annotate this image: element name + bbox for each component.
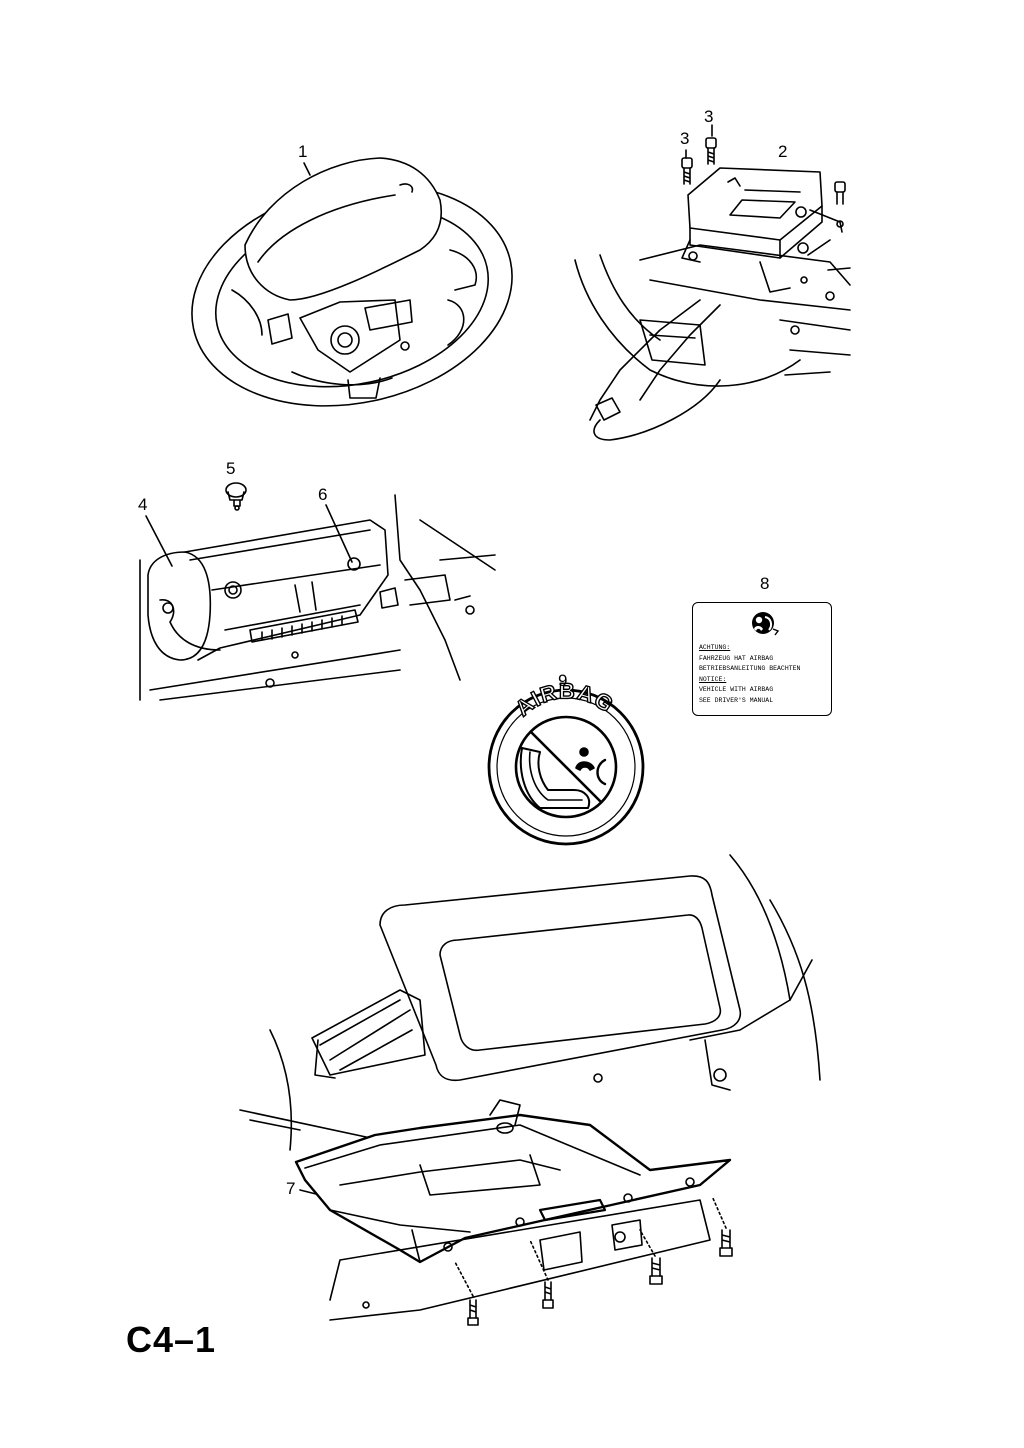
label-line-vehicle: VEHICLE WITH AIRBAG: [699, 686, 774, 694]
callout-9: 9: [558, 671, 568, 690]
callout-3-upper: 3: [704, 107, 714, 126]
callout-1: 1: [298, 142, 308, 161]
label-line-fahrzeug: FAHRZEUG HAT AIRBAG: [699, 654, 774, 662]
callout-6: 6: [318, 485, 328, 504]
glovebox-lower-panel: [239, 854, 821, 1326]
steering-wheel-airbag: [191, 157, 513, 407]
label-line-betriebsanleitung: BETRIEBSANLEITUNG BEACHTEN: [699, 665, 801, 673]
callout-4: 4: [138, 495, 148, 514]
callout-7: 7: [286, 1179, 296, 1198]
callout-5: 5: [226, 459, 236, 478]
airbag-person-icon: [752, 612, 779, 636]
airbag-child-seat-sticker: [487, 688, 645, 846]
callout-3-lower: 3: [680, 129, 690, 148]
airbag-control-unit: [574, 137, 851, 441]
callout-8: 8: [760, 574, 770, 593]
page-code: C4–1: [126, 1319, 217, 1360]
passenger-airbag-module: [139, 482, 496, 701]
callout-2: 2: [778, 142, 788, 161]
label-line-achtung: ACHTUNG:: [699, 644, 731, 651]
label-line-manual: SEE DRIVER'S MANUAL: [699, 696, 774, 704]
label-line-notice: NOTICE:: [699, 675, 727, 683]
airbag-warning-label: ACHTUNG: FAHRZEUG HAT AIRBAG BETRIEBSANL…: [692, 602, 832, 716]
